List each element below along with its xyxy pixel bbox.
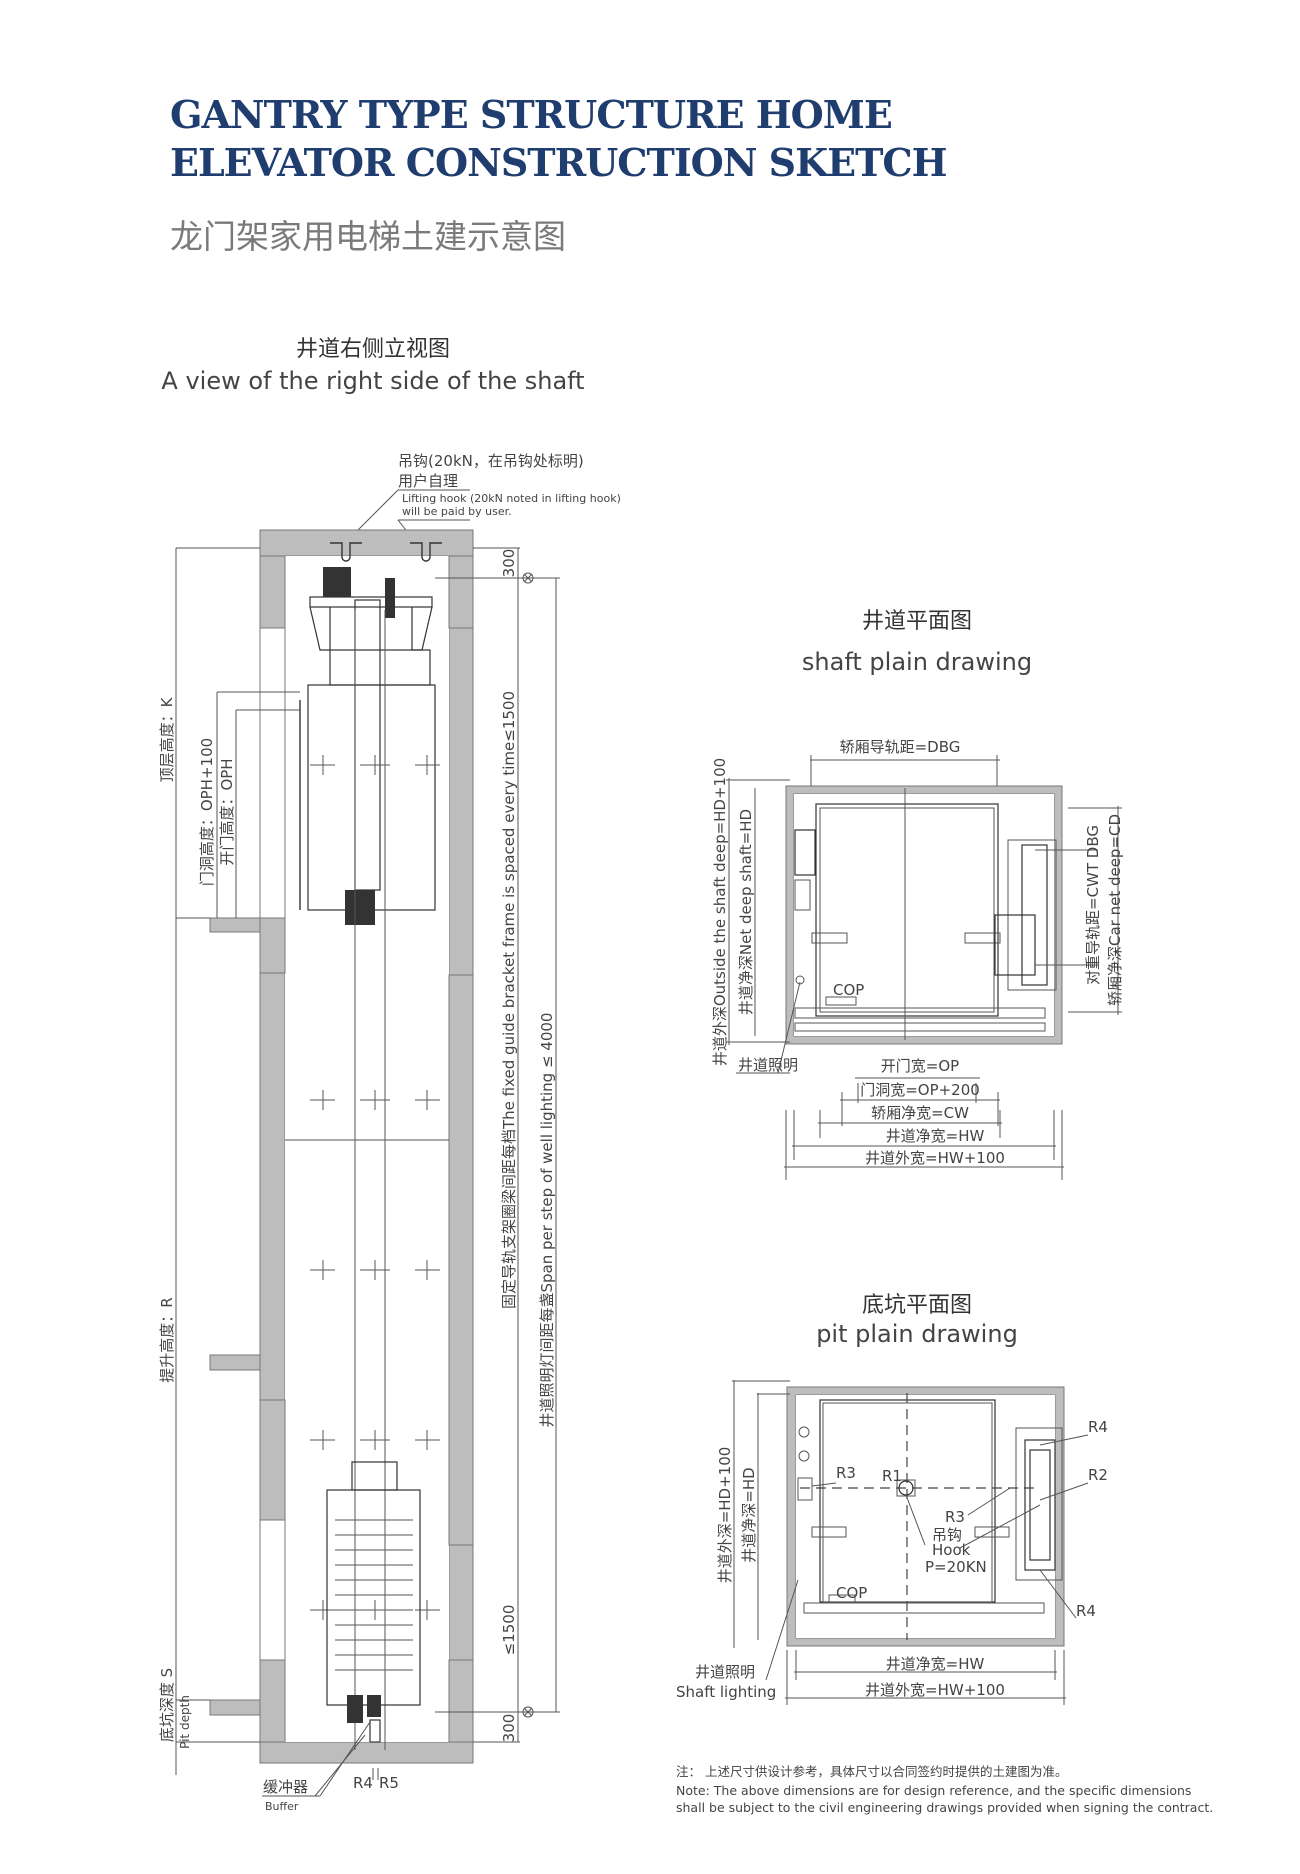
load-label: P=20KN bbox=[925, 1558, 987, 1576]
shaft-plan-title-cn: 井道平面图 bbox=[862, 609, 972, 634]
side-view: 井道右侧立视图 A view of the right side of the … bbox=[158, 337, 621, 1813]
dbg-label: 轿厢导轨距=DBG bbox=[840, 738, 961, 756]
hw-label: 井道净宽=HW bbox=[886, 1127, 985, 1145]
dim-1500: ≤1500 bbox=[500, 1605, 518, 1656]
note-cn: 注： 上述尺寸供设计参考，具体尺寸以合同签约时提供的土建图为准。 bbox=[676, 1764, 1067, 1779]
cop-label: COP bbox=[833, 981, 864, 999]
note-en-1: Note: The above dimensions are for desig… bbox=[676, 1783, 1191, 1798]
r5-label: R5 bbox=[379, 1774, 399, 1792]
hook-note-cn1: 吊钩(20kN，在吊钩处标明) bbox=[398, 452, 584, 470]
lighting-spacing-note: 井道照明灯间距每盏Span per step of well lighting … bbox=[538, 1013, 556, 1428]
pit-plan-title-en: pit plain drawing bbox=[816, 1320, 1018, 1348]
net-deep-label: 井道净深Net deep shaft=HD bbox=[737, 809, 755, 1015]
op200-label: 门洞宽=OP+200 bbox=[860, 1081, 980, 1099]
pit-plan-title-cn: 底坑平面图 bbox=[862, 1293, 972, 1318]
title-line-1: GANTRY TYPE STRUCTURE HOME bbox=[170, 92, 892, 137]
side-view-title-en: A view of the right side of the shaft bbox=[161, 367, 584, 395]
r1-label: R1 bbox=[882, 1467, 902, 1485]
hook-cn-label: 吊钩 bbox=[932, 1526, 962, 1544]
title-line-2: ELEVATOR CONSTRUCTION SKETCH bbox=[170, 140, 947, 185]
cw-label: 轿厢净宽=CW bbox=[871, 1104, 969, 1122]
shaft-plan-title-en: shaft plain drawing bbox=[802, 648, 1032, 676]
buffer-cn-label: 缓冲器 bbox=[263, 1778, 308, 1796]
door-hole-height-label: 门洞高度：OPH+100 bbox=[198, 738, 216, 886]
r2-label: R2 bbox=[1088, 1466, 1108, 1484]
outside-deep-label: 井道外深Outside the shaft deep=HD+100 bbox=[711, 758, 729, 1066]
hw100-label: 井道外宽=HW+100 bbox=[865, 1149, 1005, 1167]
pit-hw100-label: 井道外宽=HW+100 bbox=[865, 1681, 1005, 1699]
r3a-label: R3 bbox=[836, 1464, 856, 1482]
dim-300-top: 300 bbox=[500, 549, 518, 578]
note-en-2: shall be subject to the civil engineerin… bbox=[676, 1800, 1213, 1815]
r4b-label: R4 bbox=[1076, 1602, 1096, 1620]
shaft-plan: 井道平面图 shaft plain drawing 轿厢导轨距=DBG COP … bbox=[711, 609, 1124, 1180]
side-view-title-cn: 井道右侧立视图 bbox=[296, 337, 450, 362]
buffer-en-label: Buffer bbox=[265, 1800, 299, 1813]
pit-cop-label: COP bbox=[836, 1584, 867, 1602]
pit-lighting-en: Shaft lighting bbox=[676, 1683, 776, 1701]
pit-outside-deep-label: 井道外深=HD+100 bbox=[716, 1447, 734, 1584]
pit-lighting-cn: 井道照明 bbox=[695, 1663, 755, 1681]
hook-note-en2: will be paid by user. bbox=[402, 505, 512, 518]
pit-net-deep-label: 井道净深=HD bbox=[740, 1467, 758, 1562]
hook-note-cn2: 用户自理 bbox=[398, 472, 458, 490]
r4a-label: R4 bbox=[1088, 1418, 1108, 1436]
pit-depth-cn-label: 底坑深度 S bbox=[158, 1668, 176, 1742]
hook-en-label: Hook bbox=[932, 1541, 971, 1559]
hook-note-en1: Lifting hook (20kN noted in lifting hook… bbox=[402, 492, 621, 505]
door-open-height-label: 开门高度：OPH bbox=[218, 758, 236, 865]
subtitle-cn: 龙门架家用电梯土建示意图 bbox=[170, 217, 566, 256]
op-label: 开门宽=OP bbox=[881, 1057, 959, 1075]
pit-hw-label: 井道净宽=HW bbox=[886, 1655, 985, 1673]
pit-depth-en-label: Pit depth bbox=[178, 1695, 192, 1749]
dim-300-bottom: 300 bbox=[500, 1714, 518, 1743]
travel-height-label: 提升高度：R bbox=[158, 1297, 176, 1382]
car-net-deep-label: 轿厢净深Car net deep=CD bbox=[1106, 814, 1124, 1006]
cwt-dbg-label: 对重导轨距=CWT DBG bbox=[1084, 825, 1102, 985]
bracket-spacing-note: 固定导轨支架圈梁间距每档The fixed guide bracket fram… bbox=[500, 691, 518, 1309]
shaft-lighting-label: 井道照明 bbox=[738, 1056, 798, 1074]
pit-plan: 底坑平面图 pit plain drawing R3 R1 R3 吊钩 Hook… bbox=[676, 1293, 1108, 1705]
r4-label: R4 bbox=[353, 1774, 373, 1792]
top-height-label: 顶层高度：K bbox=[158, 696, 176, 782]
r3b-label: R3 bbox=[945, 1508, 965, 1526]
